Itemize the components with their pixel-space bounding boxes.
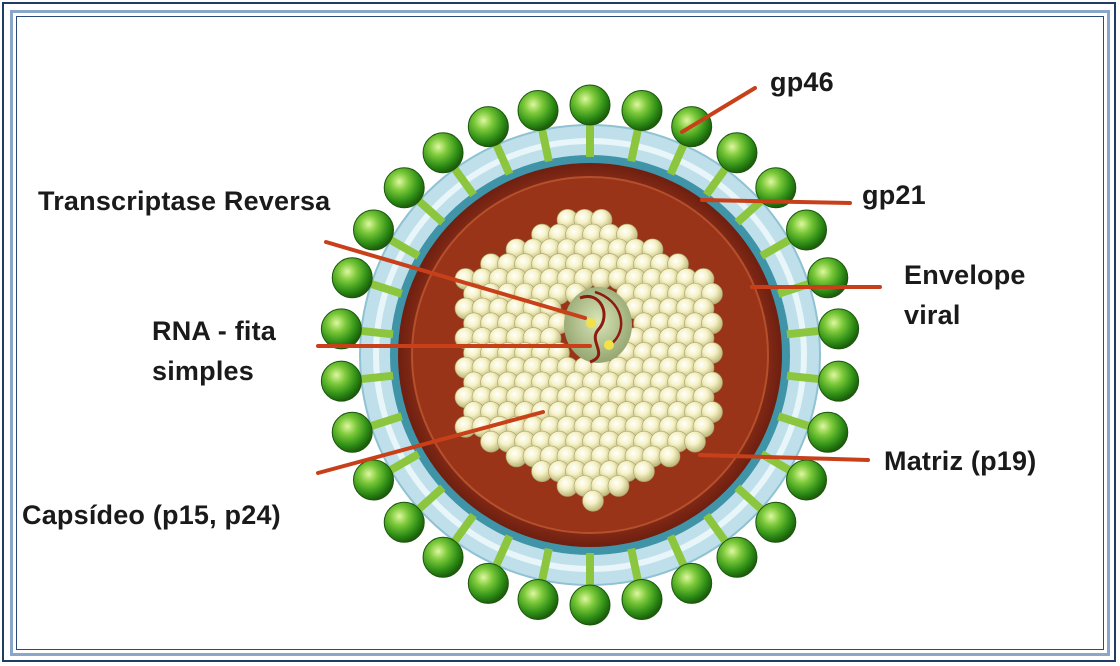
capsid-sphere [685,431,706,452]
gp46-knob [808,412,848,452]
transcriptase-dot-1 [586,318,596,328]
gp46-knob [756,502,796,542]
gp46-knob [622,580,662,620]
gp46-knob [622,90,662,130]
gp46-knob [321,309,361,349]
gp46-knob [518,580,558,620]
label-envelope-line1: Envelope [904,260,1026,291]
label-envelope-line2: viral [904,300,961,331]
gp46-knob [819,309,859,349]
gp46-knob [353,210,393,250]
gp46-knob [570,585,610,625]
gp46-knob [468,107,508,147]
label-gp21: gp21 [862,180,926,211]
label-rna-line1: RNA - fita [152,316,276,347]
gp46-knob [423,537,463,577]
gp46-knob [332,258,372,298]
gp46-knob [819,361,859,401]
capsid-sphere [608,476,629,497]
label-matriz: Matriz (p19) [884,446,1036,477]
capsid-sphere [583,490,604,511]
gp46-knob [787,460,827,500]
gp46-knob [423,133,463,173]
gp46-knob [717,537,757,577]
label-transcriptase-reversa: Transcriptase Reversa [38,186,330,217]
gp46-knob [384,168,424,208]
gp46-knob [468,563,508,603]
gp46-knob [332,412,372,452]
capsid-sphere [659,446,680,467]
gp46-knob [570,85,610,125]
gp21-stalk [361,376,393,379]
label-gp46: gp46 [770,67,834,98]
gp46-knob [787,210,827,250]
gp21-stalk [787,376,819,379]
label-rna-line2: simples [152,356,254,387]
gp21-stalk [787,331,819,334]
gp46-knob [672,563,712,603]
gp21-stalk [361,331,393,334]
gp46-knob [321,361,361,401]
gp46-knob [717,133,757,173]
capsid-sphere [634,461,655,482]
label-capsideo: Capsídeo (p15, p24) [22,500,281,531]
transcriptase-dot-2 [604,340,614,350]
gp46-knob [518,90,558,130]
gp46-knob [808,258,848,298]
gp46-knob [353,460,393,500]
gp46-knob [384,502,424,542]
